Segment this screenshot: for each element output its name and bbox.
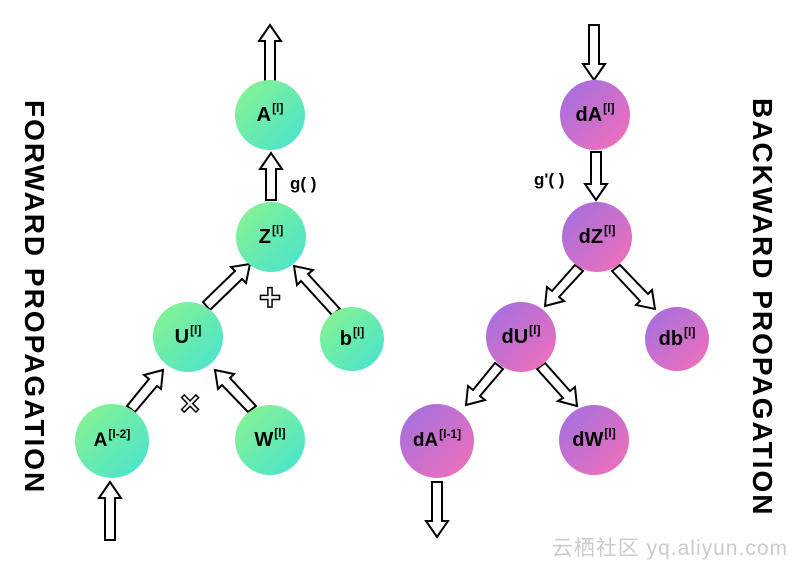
node-b-l: b[l] bbox=[320, 307, 384, 371]
node-label-sup: [l-1] bbox=[439, 427, 462, 441]
node-A-l-minus-2: A[l-2] bbox=[75, 404, 149, 478]
node-label-sup: [l] bbox=[603, 101, 615, 115]
node-Z-l: Z[l] bbox=[236, 202, 306, 272]
arrow-dZ-to-db bbox=[610, 263, 657, 311]
node-label-base: dA bbox=[412, 430, 439, 451]
node-label-base: dW bbox=[572, 428, 604, 451]
backward-propagation-title: BACKWARD PROPAGATION bbox=[747, 98, 778, 517]
node-dA-l-minus-1: dA[l-1] bbox=[400, 404, 474, 478]
activation-g-label: g( ) bbox=[290, 174, 317, 193]
arrow-b-to-Z bbox=[292, 264, 342, 317]
node-label-base: A bbox=[256, 103, 272, 126]
node-label-base: W bbox=[254, 428, 274, 451]
node-label-sup: [l-2] bbox=[108, 427, 131, 441]
arrow-dA1-output-down bbox=[424, 481, 450, 539]
forward-propagation-title: FORWARD PROPAGATION bbox=[19, 100, 50, 495]
node-U-l: U[l] bbox=[153, 302, 223, 372]
node-label-sup: [l] bbox=[352, 325, 365, 339]
node-label-base: dZ bbox=[578, 225, 604, 248]
arrow-A2-input-up bbox=[97, 480, 123, 541]
node-dA-l: dA[l] bbox=[560, 80, 630, 150]
node-dU-l: dU[l] bbox=[486, 302, 556, 372]
node-label-base: A bbox=[93, 430, 108, 451]
node-label-sup: [l] bbox=[272, 101, 284, 115]
node-dZ-l: dZ[l] bbox=[562, 202, 632, 272]
arrow-Z-to-A bbox=[258, 151, 284, 201]
arrow-dA-input-down bbox=[581, 24, 607, 82]
node-A-l: A[l] bbox=[235, 80, 305, 150]
node-dW-l: dW[l] bbox=[559, 405, 629, 475]
node-label-sup: [l] bbox=[604, 223, 616, 237]
watermark-text: 云栖社区 yq.aliyun.com bbox=[551, 537, 788, 560]
node-db-l: db[l] bbox=[645, 307, 709, 371]
arrow-W-to-U bbox=[213, 368, 258, 414]
node-label-base: dA bbox=[575, 103, 603, 126]
node-label-sup: [l] bbox=[274, 426, 286, 440]
arrow-A-output-up bbox=[257, 23, 283, 86]
arrow-dZ-to-dU bbox=[543, 263, 585, 308]
activation-g-prime-label: g'( ) bbox=[534, 170, 565, 189]
node-label-base: Z bbox=[258, 225, 271, 248]
node-label-base: U bbox=[174, 325, 190, 348]
node-label-base: db bbox=[658, 327, 684, 350]
node-label-base: dU bbox=[501, 325, 529, 348]
arrow-U-to-Z bbox=[201, 262, 252, 312]
arrow-dU-to-dA1 bbox=[464, 361, 505, 407]
node-label-sup: [l] bbox=[529, 323, 541, 337]
node-label-sup: [l] bbox=[684, 325, 696, 339]
node-label-sup: [l] bbox=[271, 223, 284, 237]
arrow-dU-to-dW bbox=[535, 361, 579, 408]
node-label-sup: [l] bbox=[190, 323, 202, 337]
arrow-dA-to-dZ bbox=[583, 151, 609, 202]
node-W-l: W[l] bbox=[235, 405, 305, 475]
node-label-base: b bbox=[339, 327, 352, 350]
arrow-A2-to-U bbox=[125, 368, 165, 414]
plus-icon: + bbox=[259, 277, 281, 319]
times-icon: × bbox=[180, 385, 200, 423]
node-label-sup: [l] bbox=[604, 426, 616, 440]
